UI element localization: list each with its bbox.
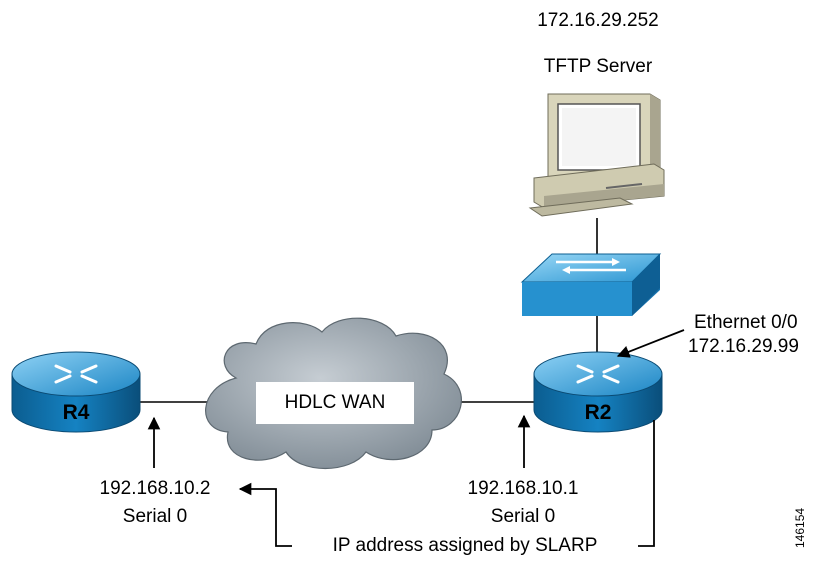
- slarp-arrow: [238, 482, 292, 547]
- slarp-bracket: [638, 420, 655, 547]
- tftp-server-label: TFTP Server: [543, 56, 653, 77]
- annotation-arrows: [147, 329, 685, 547]
- r4-iface-label: Serial 0: [122, 506, 188, 527]
- tftp-ip-label: 172.16.29.252: [537, 10, 659, 31]
- wan-cloud-icon: [205, 317, 462, 469]
- r2-ip-label: 192.168.10.1: [467, 478, 579, 499]
- r4-name-label: R4: [62, 401, 90, 424]
- ethernet-arrow: [616, 329, 685, 358]
- links: [140, 218, 598, 403]
- wan-label: HDLC WAN: [284, 392, 386, 413]
- ethernet-ip-label: 172.16.29.99: [688, 336, 799, 357]
- ethernet-iface-label: Ethernet 0/0: [694, 312, 798, 333]
- figure-id: 146154: [793, 507, 807, 548]
- router-r4-icon: [11, 351, 141, 433]
- r2-iface-label: Serial 0: [490, 506, 556, 527]
- switch-icon: [520, 253, 662, 316]
- slarp-note: IP address assigned by SLARP: [332, 535, 598, 556]
- router-r2-icon: [533, 351, 663, 433]
- tftp-server-icon: [528, 93, 665, 217]
- r4-ip-label: 192.168.10.2: [99, 478, 211, 499]
- r2-name-label: R2: [584, 401, 612, 424]
